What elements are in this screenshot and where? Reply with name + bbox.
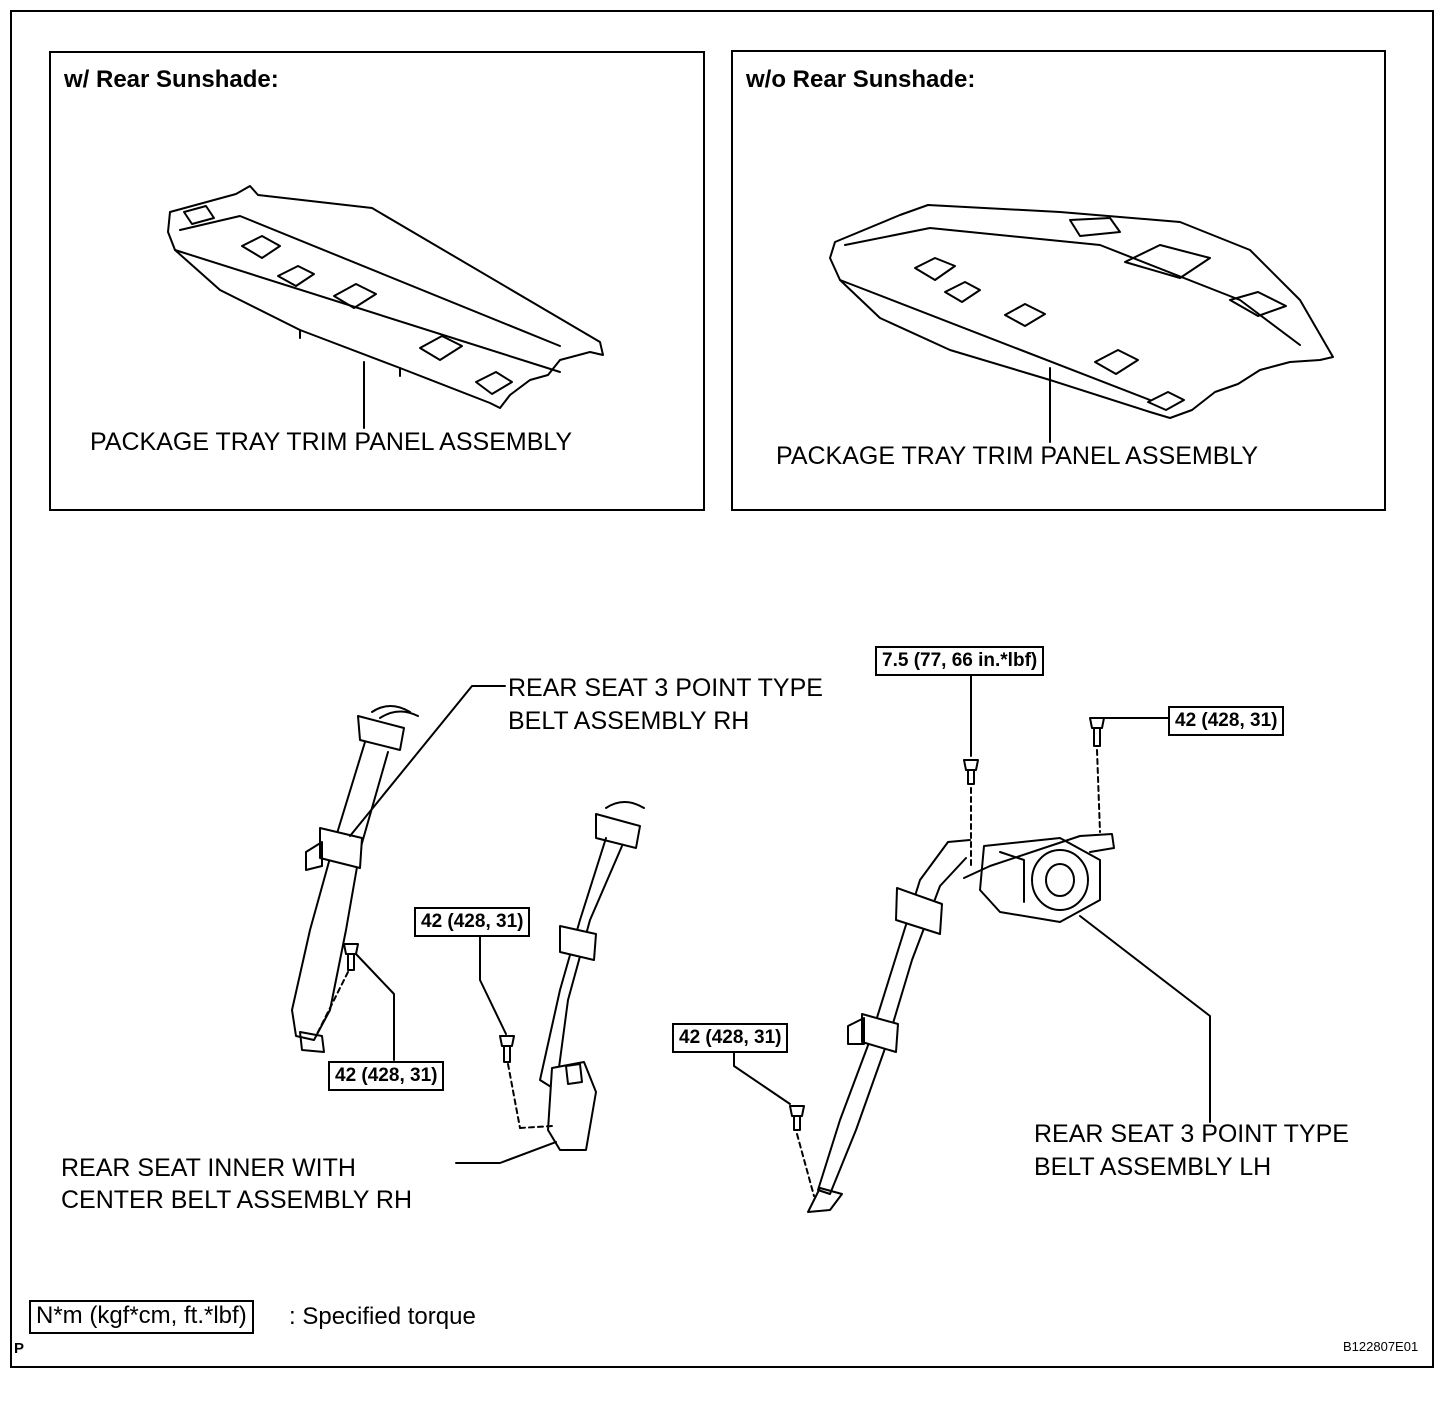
figure-id: B122807E01 xyxy=(1343,1339,1419,1354)
label-rh-3point-line1: REAR SEAT 3 POINT TYPE xyxy=(508,674,823,702)
belt-lh-drawing xyxy=(733,675,1211,1213)
belt-inner-center-drawing xyxy=(455,801,645,1164)
panel-without-sunshade-label: PACKAGE TRAY TRIM PANEL ASSEMBLY xyxy=(776,442,1259,470)
label-inner-center-line2: CENTER BELT ASSEMBLY RH xyxy=(61,1186,413,1214)
torque-lower-mid: 42 (428, 31) xyxy=(672,1023,789,1053)
label-lh-3point-line2: BELT ASSEMBLY LH xyxy=(1034,1153,1272,1181)
panel-without-sunshade xyxy=(731,50,1386,511)
panel-with-sunshade-header: w/ Rear Sunshade: xyxy=(64,66,279,93)
legend-torque-text: : Specified torque xyxy=(289,1303,476,1330)
label-inner-center-line1: REAR SEAT INNER WITH xyxy=(61,1154,356,1182)
label-lh-3point-line1: REAR SEAT 3 POINT TYPE xyxy=(1034,1120,1349,1148)
torque-top-right: 42 (428, 31) xyxy=(1168,706,1285,736)
panel-with-sunshade xyxy=(49,51,705,511)
belt-rh-drawing xyxy=(291,685,506,1061)
legend-torque-box: N*m (kgf*cm, ft.*lbf) xyxy=(29,1300,254,1334)
panel-with-sunshade-label: PACKAGE TRAY TRIM PANEL ASSEMBLY xyxy=(90,428,573,456)
label-rh-3point-line2: BELT ASSEMBLY RH xyxy=(508,707,750,735)
panel-without-sunshade-header: w/o Rear Sunshade: xyxy=(746,66,976,93)
corner-letter: P xyxy=(14,1340,25,1357)
outer-frame xyxy=(10,10,1434,1368)
torque-center: 42 (428, 31) xyxy=(414,907,531,937)
torque-left-bottom: 42 (428, 31) xyxy=(328,1061,445,1091)
package-tray-with-sunshade xyxy=(167,185,604,429)
torque-top-center: 7.5 (77, 66 in.*lbf) xyxy=(875,646,1045,676)
package-tray-without-sunshade xyxy=(829,204,1334,443)
